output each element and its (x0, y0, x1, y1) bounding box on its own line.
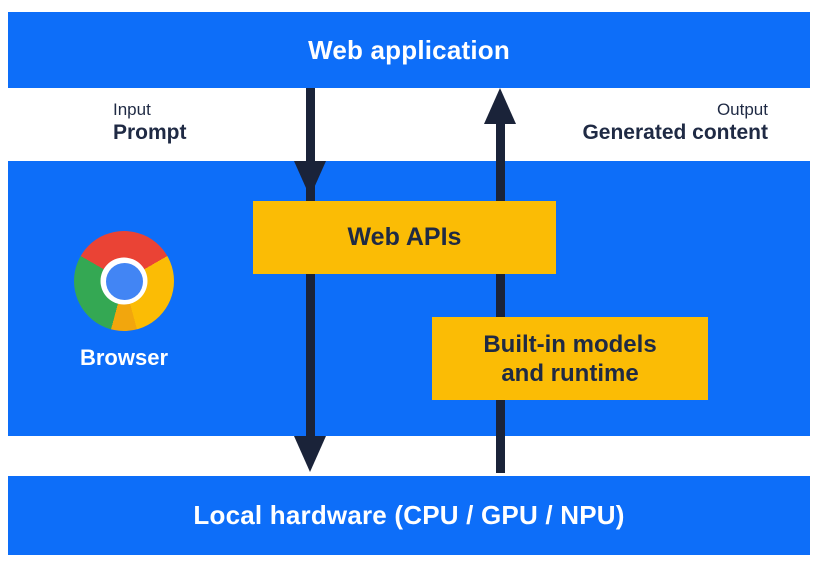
output-value: Generated content (582, 121, 768, 144)
local-hardware-bar: Local hardware (CPU / GPU / NPU) (8, 476, 810, 555)
browser-label: Browser (79, 345, 169, 370)
builtin-models-box: Built-in models and runtime (432, 317, 708, 400)
down-arrowhead-icon (294, 436, 326, 472)
output-title: Output (716, 100, 768, 119)
chrome-icon-center (105, 262, 143, 300)
input-label-group: Input Prompt (113, 99, 187, 146)
down-arrowhead-icon (294, 161, 326, 197)
input-title: Input (113, 100, 151, 119)
chrome-browser-icon (74, 231, 174, 331)
chrome-icon-ring (100, 257, 148, 305)
web-application-bar: Web application (8, 12, 810, 88)
up-arrow-line (496, 122, 505, 473)
local-hardware-label: Local hardware (CPU / GPU / NPU) (193, 500, 625, 530)
web-apis-box: Web APIs (253, 201, 556, 274)
input-value: Prompt (113, 121, 187, 144)
up-arrowhead-icon (484, 88, 516, 124)
output-label-group: Output Generated content (582, 99, 768, 146)
web-application-label: Web application (308, 34, 510, 65)
